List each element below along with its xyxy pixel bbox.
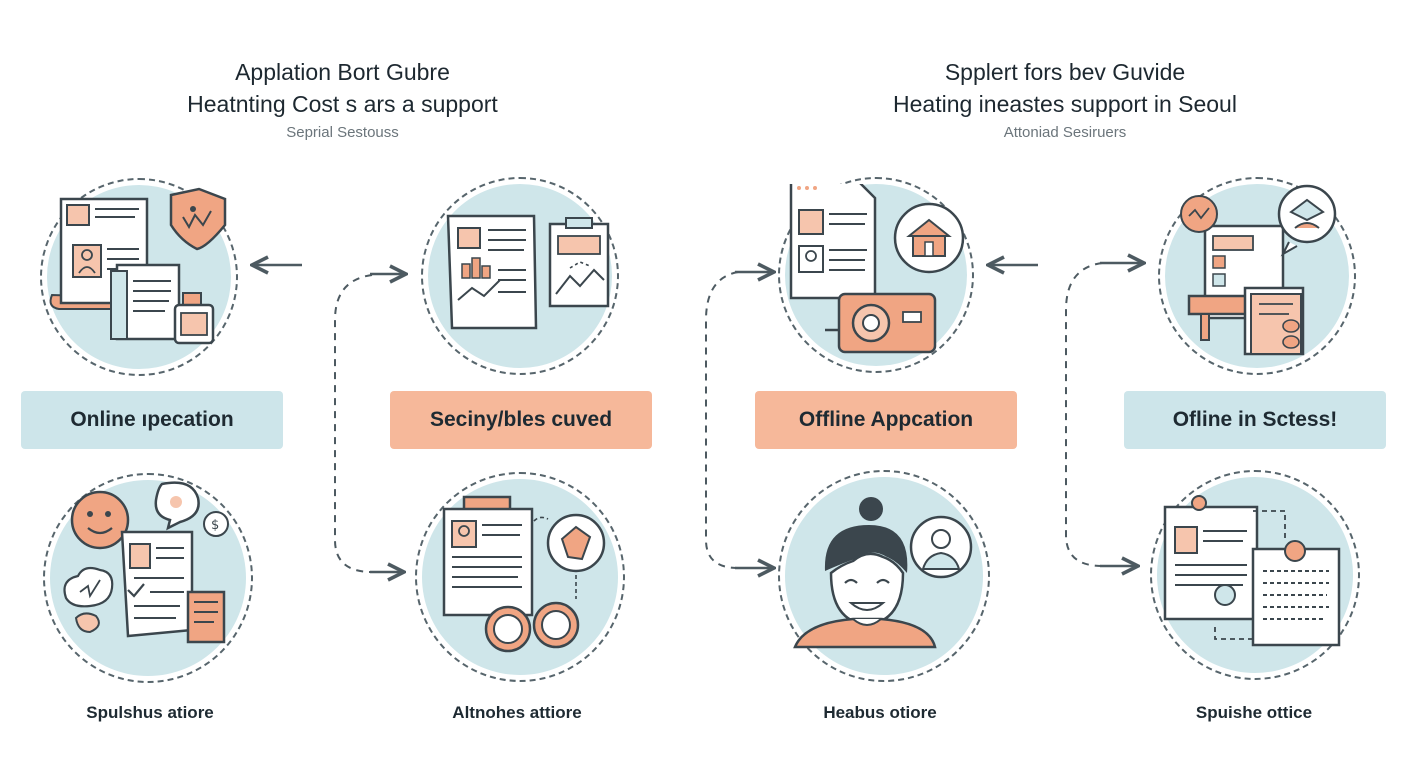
certificate-icon (110, 263, 181, 341)
chat-bubble-icon: $ (154, 481, 229, 537)
dashed-path-col3 (705, 271, 739, 569)
label-offline-application: Offline Appcation (755, 391, 1017, 449)
boiler-icon (825, 292, 937, 354)
shield-icon-small (1180, 195, 1218, 233)
label-ofline-in-sctess: Ofline in Sctess! (1124, 391, 1386, 449)
label-secinybles-cuved: Seciny/bles cuved (390, 391, 652, 449)
circle-ring-4-top (1158, 177, 1356, 375)
circle-ring-3-bottom (778, 470, 990, 682)
circle-1-bottom: $ (50, 480, 246, 676)
smiley-icon (70, 490, 130, 550)
circle-2-top (428, 184, 612, 368)
circle-4-top (1165, 184, 1349, 368)
woman-avatar-icon (793, 497, 937, 649)
circle-ring-1-bottom (43, 473, 253, 683)
caption-col2: Altnohes attiore (452, 703, 582, 722)
cloud-icon (63, 566, 114, 634)
circle-3-top (785, 184, 967, 366)
clipboard-list-icon (1214, 540, 1341, 647)
header-left-subtitle: Seprial Sestouss (286, 124, 399, 141)
jar-icon (173, 292, 215, 345)
resume-form-icon (1163, 495, 1286, 621)
badge-icon (1277, 184, 1337, 257)
house-icon (893, 202, 965, 274)
clipboard-graph-icon (548, 217, 610, 308)
caption-col4: Spuishe ottice (1195, 703, 1313, 722)
receipt-icon (186, 590, 226, 644)
coin-icon (484, 601, 580, 653)
circle-2-bottom (422, 479, 618, 675)
header-left-title-line2: Heatnting Cost s ars a support (187, 91, 498, 117)
circle-ring-4-bottom (1150, 470, 1360, 680)
header-right-subtitle: Attoniad Sesiruers (1003, 124, 1127, 141)
dashed-path-col4 (1065, 262, 1103, 567)
circle-3-bottom (785, 477, 983, 675)
chart-document-icon (446, 214, 538, 330)
person-icon (909, 515, 973, 579)
header-right: Spplert fors bev Guvide Heating ineastes… (840, 56, 1290, 141)
svg-text:$: $ (211, 518, 219, 533)
caption-col1: Spulshus atiore (86, 703, 214, 722)
circle-ring-2-bottom (415, 472, 625, 682)
doc-stack-icon (1187, 224, 1305, 356)
caption-col3: Heabus otiore (823, 703, 937, 722)
header-left-title-line1: Applation Bort Gubre (235, 59, 450, 85)
resume-icon (442, 495, 534, 617)
tag-icon (533, 513, 606, 599)
form-icon (789, 184, 877, 300)
label-online-application: Online ıpecation (21, 391, 283, 449)
header-right-title-line2: Heating ineastes support in Seoul (893, 91, 1237, 117)
circle-ring-3-top (778, 177, 974, 373)
header-left: Applation Bort Gubre Heatnting Cost s ar… (120, 56, 565, 141)
circle-4-bottom (1157, 477, 1353, 673)
document-icon (49, 197, 149, 310)
circle-ring-2-top (421, 177, 619, 375)
circle-1-top (47, 185, 231, 369)
circle-ring-1-top (40, 178, 238, 376)
shield-icon (169, 187, 227, 251)
header-right-title-line1: Spplert fors bev Guvide (944, 59, 1186, 85)
document-check-icon (120, 530, 194, 638)
dashed-path-col2 (334, 274, 373, 573)
